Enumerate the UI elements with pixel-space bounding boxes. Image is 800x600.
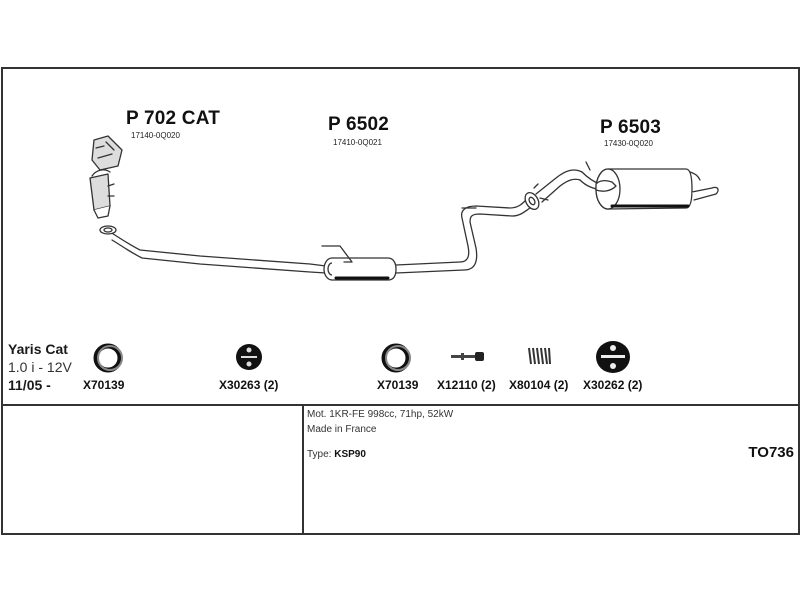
- accessory-code: X70139: [83, 378, 125, 392]
- spring-icon: [528, 347, 551, 365]
- accessory-code: X12110 (2): [437, 378, 496, 392]
- rear-silencer-drawing: [579, 161, 719, 210]
- origin-note: Made in France: [307, 424, 377, 435]
- diagram-frame: [1, 67, 800, 535]
- vehicle-engine: 1.0 i - 12V: [8, 359, 72, 375]
- bolt-icon: [451, 352, 484, 361]
- system-code: TO736: [748, 444, 794, 461]
- ring-gasket-icon: [93, 343, 123, 373]
- part-number-cat: P 702 CAT: [126, 108, 221, 129]
- vehicle-model: Yaris Cat: [8, 341, 68, 357]
- catalytic-converter-drawing: [89, 135, 123, 235]
- type-info: Type: KSP90: [307, 449, 366, 460]
- middle-silencer-drawing: [321, 245, 397, 281]
- ring-gasket-icon: [381, 343, 411, 373]
- accessory-code: X30263 (2): [219, 378, 279, 392]
- type-value: KSP90: [334, 449, 366, 460]
- oem-number-middle: 17410-0Q021: [333, 138, 382, 147]
- section-divider: [3, 404, 798, 406]
- column-divider: [302, 406, 304, 533]
- intermediate-pipe: [395, 199, 531, 274]
- part-number-rear: P 6503: [600, 117, 662, 138]
- vehicle-date: 11/05 -: [8, 377, 51, 393]
- rubber-hanger-icon: [236, 344, 262, 370]
- part-number-middle: P 6502: [328, 114, 390, 135]
- accessory-code: X70139: [377, 378, 419, 392]
- type-label: Type:: [307, 449, 332, 460]
- accessory-code: X30262 (2): [583, 378, 643, 392]
- oem-number-cat: 17140-0Q020: [131, 131, 180, 140]
- rubber-hanger-icon: [596, 341, 630, 373]
- motor-note: Mot. 1KR-FE 998cc, 71hp, 52kW: [307, 409, 454, 420]
- flange: [524, 169, 583, 211]
- oem-number-rear: 17430-0Q020: [604, 139, 653, 148]
- front-pipe: [109, 231, 327, 274]
- accessory-code: X80104 (2): [509, 378, 569, 392]
